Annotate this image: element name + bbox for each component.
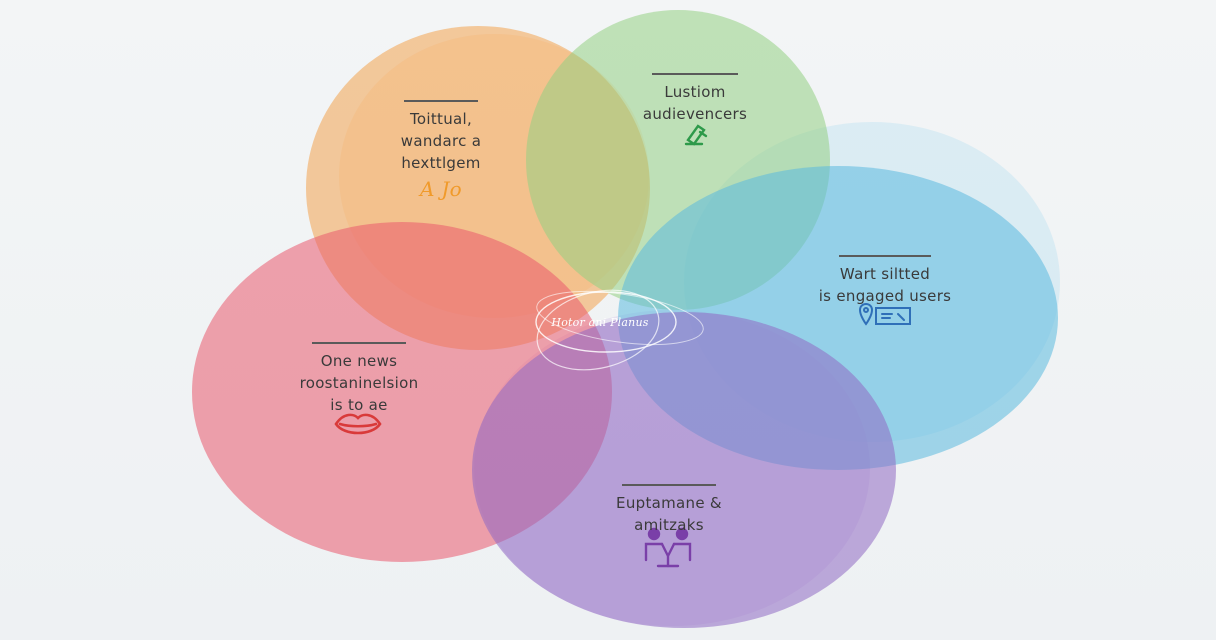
center-ring-2	[536, 289, 660, 371]
petal-label-line: Wart siltted	[839, 265, 931, 283]
petal-label-line: amitzaks	[634, 516, 704, 534]
petal-label-line: audievencers	[642, 105, 748, 123]
center-label: Hotor ani Planus	[551, 316, 649, 329]
petal-label-line: Euptamane &	[616, 494, 722, 512]
label-rule	[622, 484, 716, 486]
petal-label-line: is to ae	[330, 396, 388, 414]
petal-label-line: is engaged users	[818, 287, 952, 305]
petal-label-purple: Euptamane & amitzaks	[594, 484, 744, 536]
hands-icon-glyph: A Jo	[419, 177, 463, 201]
bird-icon	[684, 124, 708, 146]
label-rule	[652, 73, 738, 75]
label-rule	[839, 255, 931, 257]
petal-label-line: Lustiom	[664, 83, 726, 101]
petal-label-line: Toittual,	[409, 110, 473, 128]
lips-icon	[334, 413, 382, 435]
petal-label-line: wandarc a	[400, 132, 482, 150]
pin-card-icon	[858, 303, 911, 326]
label-rule	[312, 342, 406, 344]
center-ring-3	[536, 291, 704, 345]
petal-label-orange: Toittual, wandarc a hexttlgem A Jo	[366, 100, 516, 200]
label-rule	[404, 100, 478, 102]
petal-label-line: hexttlgem	[401, 154, 481, 172]
petal-purple	[472, 312, 896, 628]
petal-label-red: One news roostaninelsion is to ae	[284, 342, 434, 416]
people-icon	[644, 527, 692, 568]
petal-label-line: One news	[320, 352, 398, 370]
petal-label-line: roostaninelsion	[299, 374, 419, 392]
